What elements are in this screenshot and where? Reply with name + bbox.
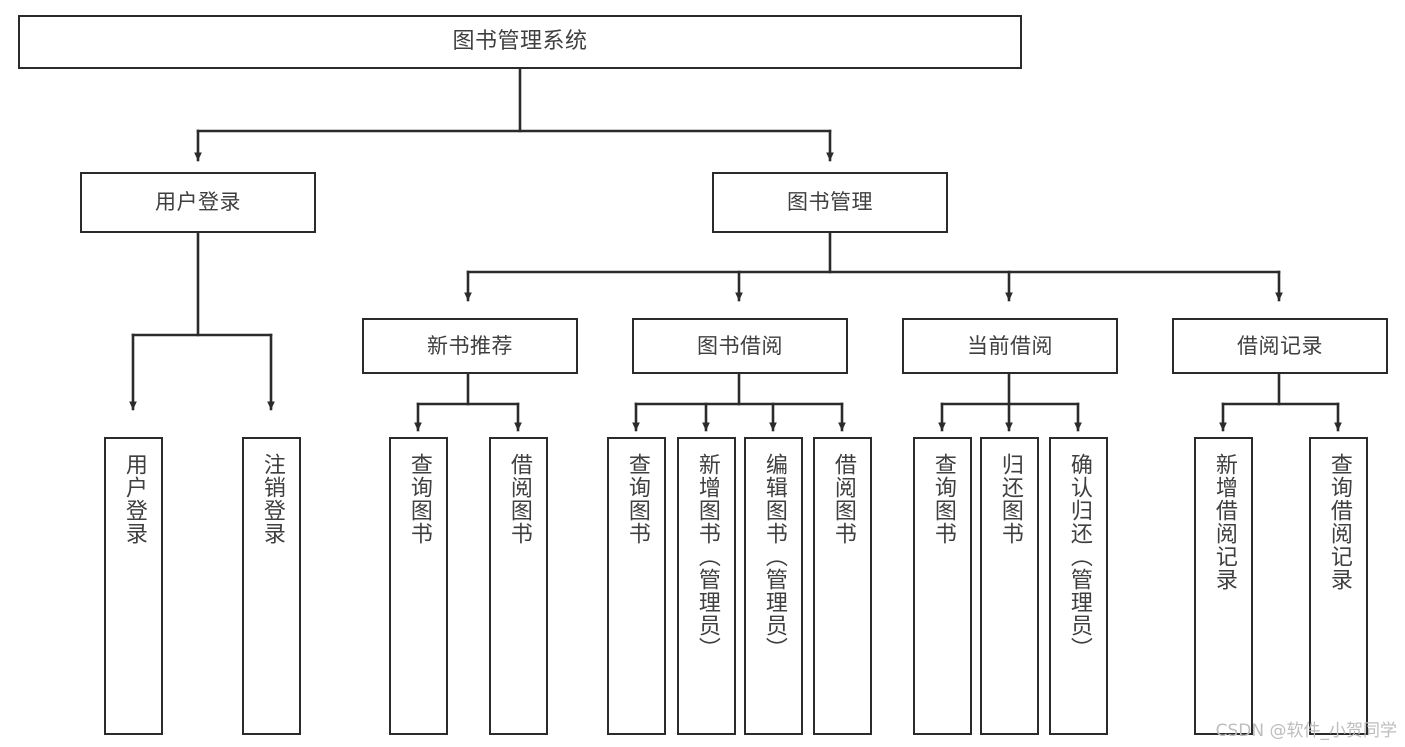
- node-label: 查询图书: [624, 453, 650, 545]
- node-label: 借阅图书: [506, 453, 532, 545]
- node-leaf-edit-book-admin[interactable]: 编辑图书（管理员）: [744, 437, 803, 735]
- node-root-library-system[interactable]: 图书管理系统: [18, 15, 1022, 69]
- node-borrow-record[interactable]: 借阅记录: [1172, 318, 1388, 374]
- node-leaf-query-book-borrow[interactable]: 查询图书: [607, 437, 666, 735]
- node-label: 新书推荐: [427, 333, 513, 358]
- node-label: 新增图书（管理员）: [694, 453, 720, 660]
- node-label: 新增借阅记录: [1211, 453, 1237, 591]
- node-leaf-return-book[interactable]: 归还图书: [980, 437, 1039, 735]
- node-leaf-confirm-return-admin[interactable]: 确认归还（管理员）: [1049, 437, 1108, 735]
- node-leaf-query-borrow-record[interactable]: 查询借阅记录: [1309, 437, 1368, 735]
- node-leaf-logout[interactable]: 注销登录: [242, 437, 301, 735]
- node-leaf-query-book-recommend[interactable]: 查询图书: [389, 437, 448, 735]
- node-label: 查询图书: [930, 453, 956, 545]
- watermark-text: CSDN @软件_小贺同学: [1215, 721, 1397, 741]
- node-label: 注销登录: [259, 453, 285, 545]
- node-book-management[interactable]: 图书管理: [712, 172, 948, 233]
- node-label: 用户登录: [155, 190, 241, 215]
- node-book-borrow[interactable]: 图书借阅: [632, 318, 848, 374]
- node-label: 图书管理: [787, 190, 873, 215]
- node-label: 查询图书: [406, 453, 432, 545]
- node-label: 当前借阅: [967, 333, 1053, 358]
- node-label: 查询借阅记录: [1326, 453, 1352, 591]
- node-current-borrow[interactable]: 当前借阅: [902, 318, 1118, 374]
- node-user-login[interactable]: 用户登录: [80, 172, 316, 233]
- node-leaf-add-book-admin[interactable]: 新增图书（管理员）: [677, 437, 736, 735]
- node-leaf-borrow-book-recommend[interactable]: 借阅图书: [489, 437, 548, 735]
- node-label: 图书管理系统: [452, 29, 588, 55]
- node-label: 图书借阅: [697, 333, 783, 358]
- node-label: 用户登录: [121, 453, 147, 545]
- node-label: 借阅记录: [1237, 333, 1323, 358]
- node-leaf-user-login[interactable]: 用户登录: [104, 437, 163, 735]
- node-label: 确认归还（管理员）: [1066, 453, 1092, 660]
- node-new-book-recommend[interactable]: 新书推荐: [362, 318, 578, 374]
- node-leaf-add-borrow-record[interactable]: 新增借阅记录: [1194, 437, 1253, 735]
- node-leaf-query-book-current[interactable]: 查询图书: [913, 437, 972, 735]
- node-label: 编辑图书（管理员）: [761, 453, 787, 660]
- node-label: 归还图书: [997, 453, 1023, 545]
- node-label: 借阅图书: [830, 453, 856, 545]
- node-leaf-borrow-book[interactable]: 借阅图书: [813, 437, 872, 735]
